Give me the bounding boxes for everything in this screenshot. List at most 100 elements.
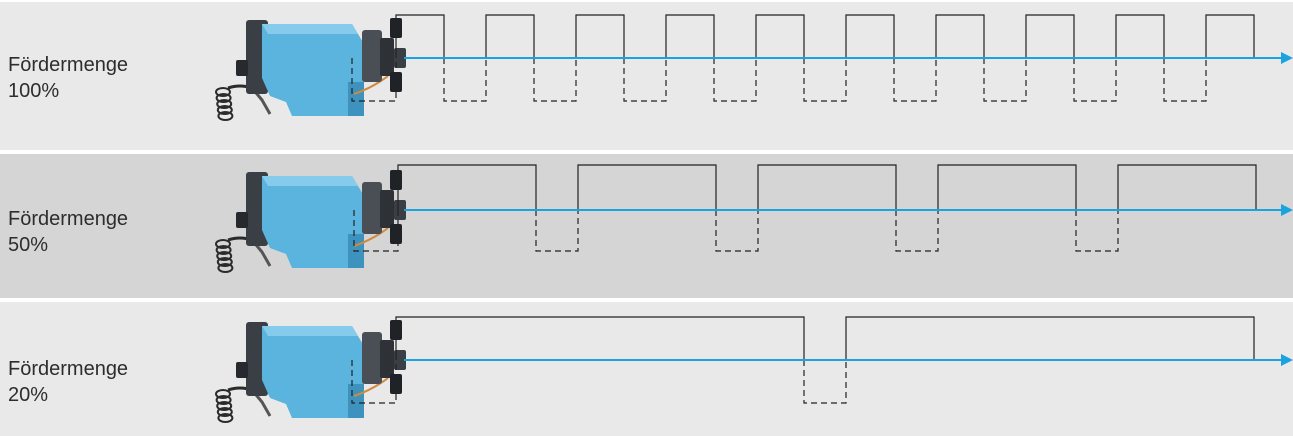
pressure-stroke bbox=[1025, 14, 1075, 58]
cable-loop bbox=[215, 93, 232, 103]
pump-foot bbox=[348, 384, 364, 418]
row-title: Fördermenge bbox=[8, 358, 129, 380]
row-title: Fördermenge bbox=[8, 208, 129, 230]
suction-stroke bbox=[895, 210, 939, 252]
row-20-percent: Fördermenge 20% bbox=[0, 302, 1293, 436]
cable-loop bbox=[217, 263, 234, 273]
outlet-fitting bbox=[394, 200, 406, 220]
suction-stroke bbox=[353, 210, 399, 252]
hose bbox=[353, 75, 389, 95]
cable-loop bbox=[215, 389, 231, 399]
cable-loop bbox=[216, 401, 233, 411]
cable-loop bbox=[215, 87, 231, 97]
dosing-head-front bbox=[380, 190, 394, 228]
outlet-fitting bbox=[394, 48, 406, 68]
pressure-stroke bbox=[1115, 14, 1165, 58]
cable-loop bbox=[215, 245, 232, 255]
suction-stroke bbox=[1075, 210, 1119, 252]
dosing-head-front bbox=[380, 340, 394, 378]
pressure-stroke bbox=[937, 164, 1077, 210]
suction-stroke bbox=[533, 58, 577, 102]
arrow-head bbox=[1281, 204, 1293, 216]
cable-loop bbox=[216, 257, 233, 267]
pump-body bbox=[262, 176, 364, 268]
cable-coil bbox=[215, 239, 234, 273]
suction-stroke bbox=[623, 58, 667, 102]
row-percent: 100% bbox=[8, 80, 60, 102]
suction-stroke bbox=[351, 360, 397, 404]
pump-body bbox=[262, 326, 364, 418]
pulse-train bbox=[351, 316, 1255, 404]
suction-stroke bbox=[443, 58, 487, 102]
dosing-head bbox=[362, 182, 382, 234]
row-50-percent: Fördermenge 50% bbox=[0, 154, 1293, 298]
cable-coil bbox=[215, 87, 234, 121]
pump-body-top bbox=[262, 326, 358, 336]
cable-coil bbox=[215, 389, 234, 423]
pump-body bbox=[262, 24, 364, 116]
pump-icon bbox=[215, 320, 406, 423]
row-title: Fördermenge bbox=[8, 54, 129, 76]
pressure-stroke bbox=[757, 164, 897, 210]
suction-stroke bbox=[893, 58, 937, 102]
dosing-head-front bbox=[380, 38, 394, 76]
cable-loop bbox=[217, 111, 234, 121]
row-graphic bbox=[215, 164, 1293, 273]
valve-top bbox=[390, 170, 402, 190]
pressure-stroke bbox=[935, 14, 985, 58]
pump-icon bbox=[215, 170, 406, 273]
row-100-percent: Fördermenge 100% bbox=[0, 2, 1293, 150]
flow-arrow bbox=[404, 204, 1293, 216]
dosing-head bbox=[362, 332, 382, 384]
cable-loop bbox=[216, 251, 233, 261]
row-label: Fördermenge 20% bbox=[8, 356, 128, 408]
suction-stroke bbox=[351, 58, 397, 102]
pressure-stroke bbox=[845, 14, 895, 58]
pressure-stroke bbox=[397, 164, 537, 210]
flow-arrow bbox=[404, 354, 1293, 366]
pump-icon bbox=[215, 18, 406, 121]
pressure-stroke bbox=[485, 14, 535, 58]
suction-stroke bbox=[803, 360, 847, 404]
cable-loop bbox=[216, 99, 233, 109]
pressure-stroke bbox=[577, 164, 717, 210]
suction-stroke bbox=[715, 210, 759, 252]
pulse-train bbox=[353, 164, 1257, 252]
valve-bottom bbox=[390, 224, 402, 244]
cable-loop bbox=[216, 105, 233, 115]
pressure-stroke bbox=[395, 14, 445, 58]
back-knob bbox=[236, 60, 248, 76]
row-label: Fördermenge 100% bbox=[8, 52, 128, 104]
flow-arrow bbox=[404, 52, 1293, 64]
suction-stroke bbox=[535, 210, 579, 252]
pump-foot bbox=[348, 82, 364, 116]
hose bbox=[353, 227, 389, 247]
pressure-stroke bbox=[575, 14, 625, 58]
suction-stroke bbox=[1073, 58, 1117, 102]
cable-loop bbox=[215, 395, 232, 405]
outlet-fitting bbox=[394, 350, 406, 370]
pressure-stroke bbox=[1117, 164, 1257, 210]
row-graphic bbox=[215, 14, 1293, 121]
row-label: Fördermenge 50% bbox=[8, 206, 128, 258]
suction-stroke bbox=[983, 58, 1027, 102]
pump-body-top bbox=[262, 24, 358, 34]
row-graphic bbox=[215, 316, 1293, 423]
cable-loop bbox=[217, 413, 234, 423]
pulse-train bbox=[351, 14, 1255, 102]
pressure-stroke bbox=[395, 316, 805, 360]
cable-loop bbox=[215, 239, 231, 249]
row-percent: 20% bbox=[8, 384, 49, 406]
cable-loop bbox=[216, 407, 233, 417]
arrow-head bbox=[1281, 52, 1293, 64]
row-percent: 50% bbox=[8, 234, 49, 256]
suction-stroke bbox=[713, 58, 757, 102]
suction-stroke bbox=[803, 58, 847, 102]
suction-stroke bbox=[1163, 58, 1207, 102]
back-knob bbox=[236, 362, 248, 378]
pressure-stroke bbox=[845, 316, 1255, 360]
back-knob bbox=[236, 212, 248, 228]
hose bbox=[353, 377, 389, 397]
pressure-stroke bbox=[1205, 14, 1255, 58]
